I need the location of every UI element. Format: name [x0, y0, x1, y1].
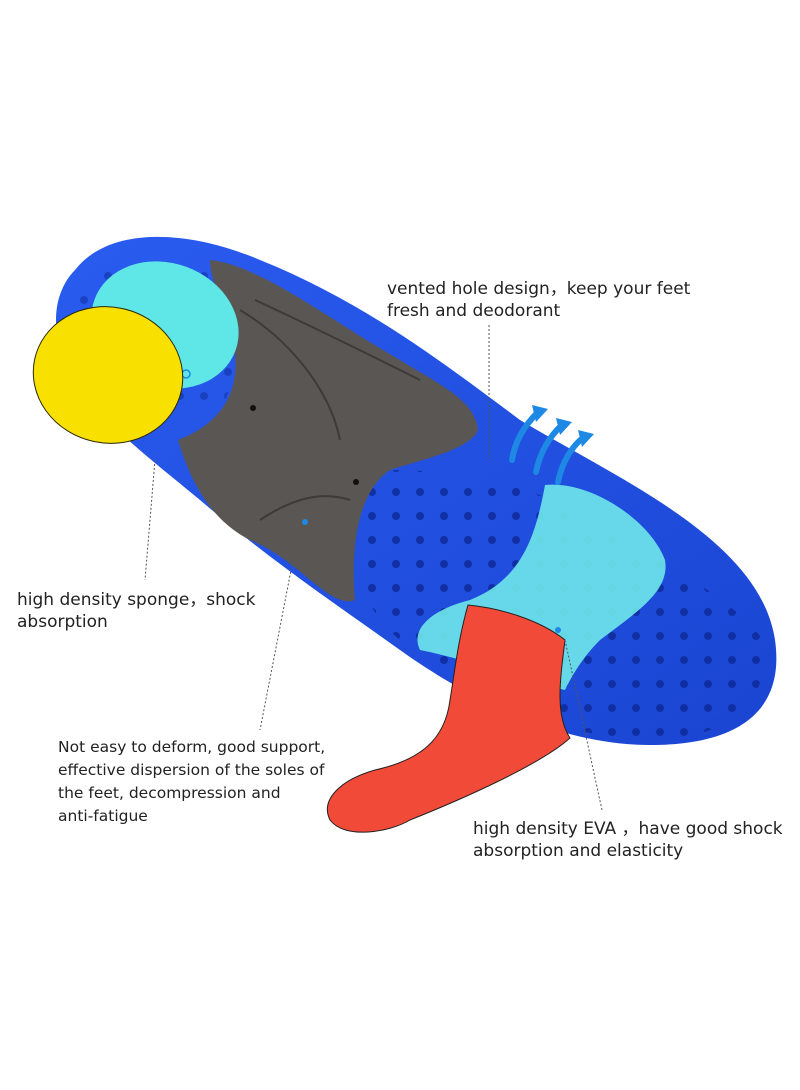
eva-label: high density EVA ，have good shock absorp… [473, 818, 783, 862]
support-line-2: effective dispersion of the soles of [58, 761, 325, 779]
red-eva-callout [326, 604, 571, 833]
gray-sponge-layer [178, 260, 478, 602]
vented-hole-label: vented hole design，keep your feet fresh … [387, 278, 690, 322]
eva-line-2: absorption and elasticity [473, 841, 684, 861]
vented-line-1: vented hole design，keep your feet [387, 279, 691, 299]
sponge-line-2: absorption [17, 612, 108, 632]
support-line-3: the feet, decompression and [58, 784, 281, 802]
sponge-label: high density sponge，shock absorption [17, 589, 256, 633]
support-label: Not easy to deform, good support, effect… [58, 736, 325, 828]
support-line-1: Not easy to deform, good support, [58, 738, 326, 756]
support-line-4: anti-fatigue [58, 807, 148, 825]
leader-lines [144, 325, 603, 811]
vented-line-2: fresh and deodorant [387, 301, 561, 321]
sponge-line-1: high density sponge，shock [17, 590, 256, 610]
eva-line-1: high density EVA ，have good shock [473, 819, 783, 839]
yellow-sponge-callout [32, 306, 184, 444]
